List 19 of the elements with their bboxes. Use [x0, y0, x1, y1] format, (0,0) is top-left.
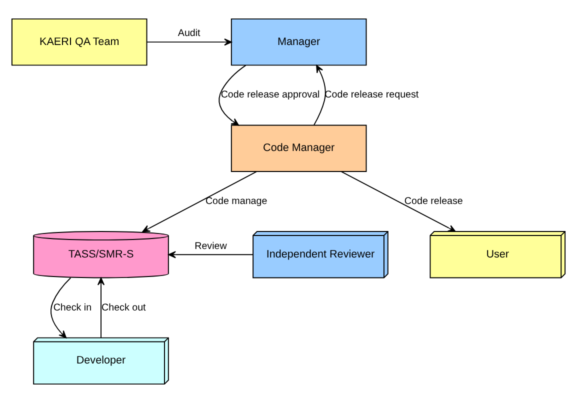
edge-label: Code release approval	[220, 90, 320, 101]
arrow	[340, 171, 456, 232]
node-box: Manager	[230, 18, 367, 66]
arrow	[97, 278, 105, 338]
arrow	[218, 64, 246, 126]
arrow	[146, 38, 232, 46]
node-box: Code Manager	[230, 124, 367, 172]
node-box: KAERI QA Team	[11, 18, 148, 66]
arrow	[142, 171, 257, 232]
edge-label: Code manage	[205, 196, 268, 207]
edge-label: Code release	[404, 196, 463, 207]
edge-label: Check out	[102, 302, 146, 314]
edge-label: Check in	[53, 302, 92, 314]
edge-label: Review	[194, 240, 227, 252]
arrow	[168, 251, 254, 258]
edge-label: Code release request	[324, 90, 419, 101]
arrow	[50, 277, 72, 338]
arrow	[314, 64, 326, 126]
edge-label: Audit	[178, 28, 200, 40]
